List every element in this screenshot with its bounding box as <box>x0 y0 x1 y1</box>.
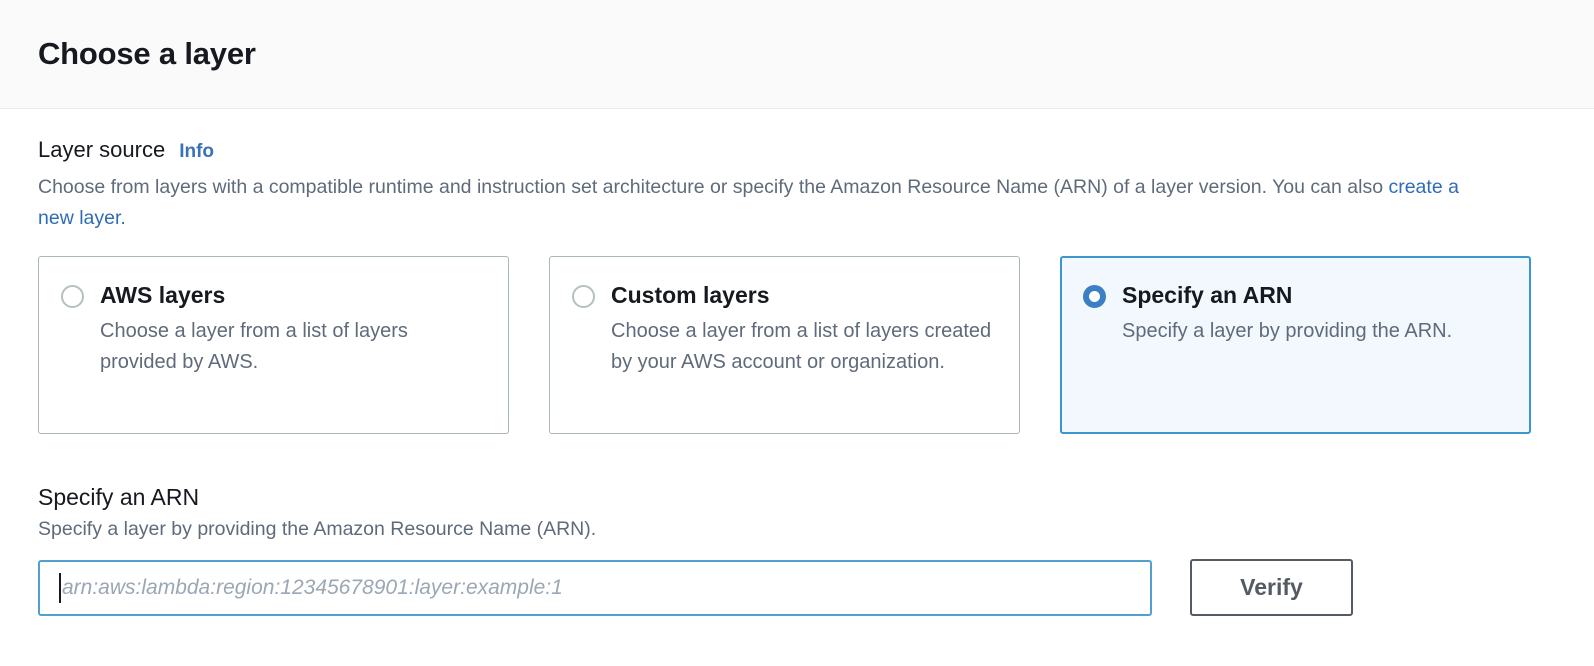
page-title: Choose a layer <box>38 36 256 71</box>
layer-source-label-row: Layer source Info <box>38 137 1556 163</box>
option-description: Specify a layer by providing the ARN. <box>1122 320 1453 342</box>
arn-input-wrapper <box>38 559 1152 616</box>
radio-icon-custom-layers[interactable] <box>572 285 595 308</box>
layer-source-option-custom-layers[interactable]: Custom layers Choose a layer from a list… <box>549 256 1020 434</box>
layer-source-option-specify-arn[interactable]: Specify an ARN Specify a layer by provid… <box>1060 256 1531 434</box>
verify-button[interactable]: Verify <box>1190 559 1353 616</box>
option-description: Choose a layer from a list of layers pro… <box>100 320 408 373</box>
arn-input-row: Verify <box>38 559 1556 616</box>
modal-body: Layer source Info Choose from layers wit… <box>0 109 1594 616</box>
create-new-layer-link[interactable]: create a new layer. <box>38 176 1459 229</box>
layer-source-description: Choose from layers with a compatible run… <box>38 172 1468 234</box>
option-title: Specify an ARN <box>1122 282 1293 308</box>
specify-arn-title: Specify an ARN <box>38 484 200 510</box>
info-link[interactable]: Info <box>179 141 215 162</box>
layer-source-label: Layer source <box>38 137 166 162</box>
arn-input[interactable] <box>38 559 1152 616</box>
option-title: Custom layers <box>611 282 770 308</box>
radio-icon-aws-layers[interactable] <box>61 285 84 308</box>
layer-source-option-aws-layers[interactable]: AWS layers Choose a layer from a list of… <box>38 256 509 434</box>
modal-header: Choose a layer <box>0 0 1594 109</box>
option-title: AWS layers <box>100 282 226 308</box>
option-description: Choose a layer from a list of layers cre… <box>611 320 992 373</box>
specify-arn-description: Specify a layer by providing the Amazon … <box>38 518 597 540</box>
radio-icon-specify-arn[interactable] <box>1083 285 1106 308</box>
layer-source-options: AWS layers Choose a layer from a list of… <box>38 256 1556 434</box>
specify-arn-section: Specify an ARN Specify a layer by provid… <box>38 484 1556 616</box>
text-caret <box>59 572 61 603</box>
layer-source-description-text: Choose from layers with a compatible run… <box>38 176 1389 198</box>
